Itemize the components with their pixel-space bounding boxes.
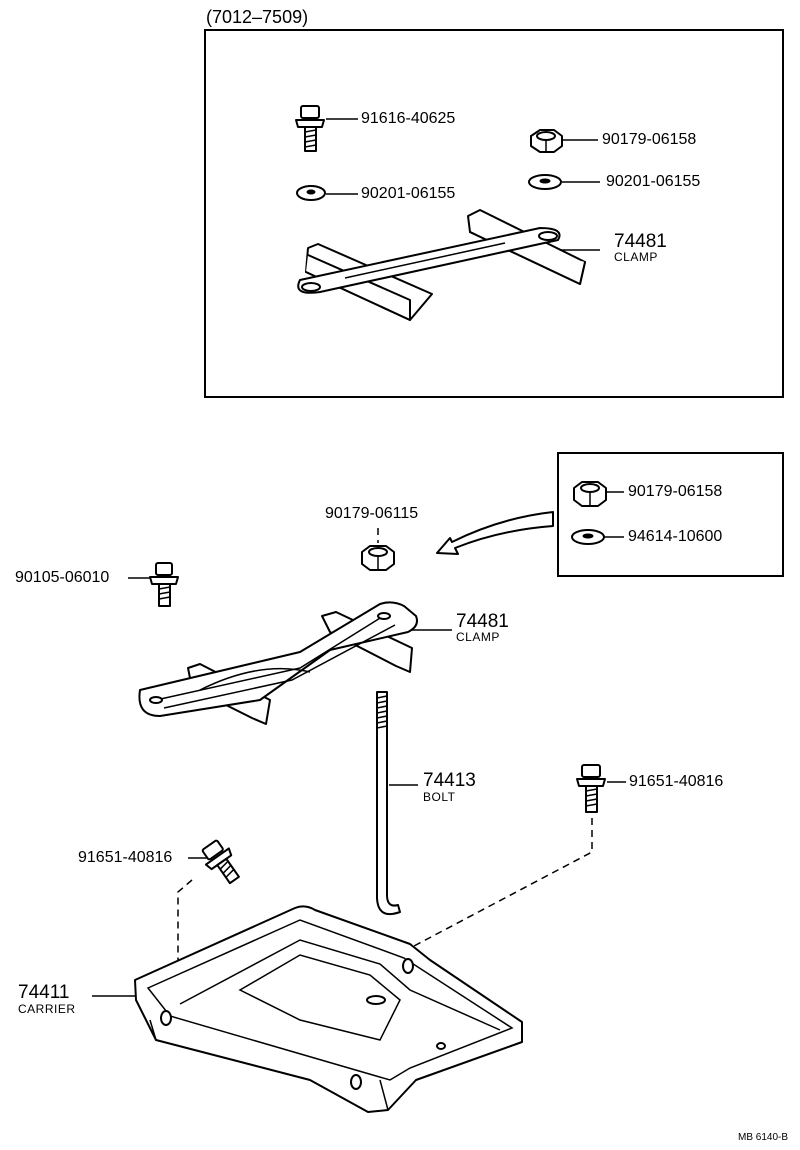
- part-number-74481-top: 74481: [614, 231, 667, 252]
- nut-90179-06158-side-icon: [573, 481, 607, 507]
- washer-90201-06155-icon: [296, 185, 326, 201]
- part-number-74411: 74411: [18, 982, 70, 1003]
- variant-label: (7012–7509): [206, 7, 309, 27]
- part-number-91651-40816-right: 91651-40816: [629, 773, 724, 790]
- part-number-74413: 74413: [423, 770, 476, 791]
- washer-90201-06155-right-icon: [528, 174, 562, 190]
- bolt-91651-40816-right-icon: [576, 764, 606, 813]
- bolt-90105-06010-icon: [149, 562, 179, 607]
- part-number-94614-10600: 94614-10600: [628, 528, 723, 545]
- carrier-74411-icon: [134, 905, 523, 1113]
- clamp-74481-main-icon: [138, 601, 418, 725]
- inset-box-side: [557, 452, 784, 577]
- part-number-90179-06115: 90179-06115: [325, 505, 419, 522]
- inset-box-top: [204, 29, 784, 398]
- part-number-90201-06155-right: 90201-06155: [606, 173, 701, 190]
- part-number-90179-06158-side: 90179-06158: [628, 483, 723, 500]
- part-name-clamp-top: CLAMP: [614, 250, 658, 264]
- curved-arrow-icon: [436, 511, 554, 555]
- footer-code: MB 6140-B: [738, 1132, 789, 1143]
- washer-94614-10600-icon: [571, 529, 605, 545]
- nut-90179-06158-icon: [530, 129, 563, 153]
- part-name-bolt: BOLT: [423, 790, 456, 804]
- part-number-90201-06155: 90201-06155: [361, 185, 456, 202]
- nut-90179-06115-icon: [361, 545, 395, 571]
- part-number-91616-40625: 91616-40625: [361, 110, 456, 127]
- part-number-90105-06010: 90105-06010: [15, 569, 110, 586]
- part-number-90179-06158: 90179-06158: [602, 131, 697, 148]
- part-name-carrier: CARRIER: [18, 1002, 76, 1016]
- clamp-74481-top-icon: [297, 209, 586, 321]
- part-name-clamp-main: CLAMP: [456, 630, 500, 644]
- part-number-74481-main: 74481: [456, 611, 509, 632]
- bolt-74413-icon: [376, 691, 401, 916]
- bolt-91651-40816-left-icon: [201, 839, 240, 885]
- part-number-91651-40816-left: 91651-40816: [78, 849, 173, 866]
- bolt-91616-40625-icon: [295, 105, 325, 152]
